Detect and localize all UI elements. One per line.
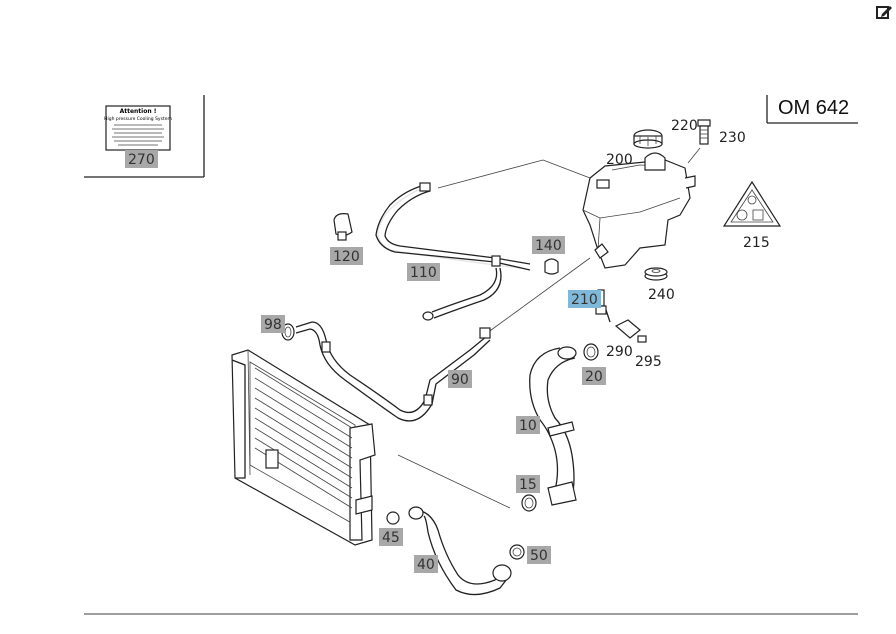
upper-coolant-hose: [529, 346, 577, 506]
radiator-cap: [633, 129, 663, 149]
hotspot-90[interactable]: 90: [448, 370, 472, 388]
hotspot-20-label: 20: [585, 369, 603, 385]
hotspot-295-label: 295: [635, 354, 662, 370]
hotspot-290-label: 290: [606, 344, 633, 360]
warning-label-subheading: High pressure Cooling System: [104, 116, 172, 122]
hotspot-210-bg: [568, 290, 601, 308]
hotspot-15-label: 15: [519, 477, 537, 493]
hotspot-215-label: 215: [743, 235, 770, 251]
hotspot-110[interactable]: 110: [407, 263, 440, 281]
mounting-bolt: [697, 119, 711, 145]
hotspot-290[interactable]: 290: [606, 344, 633, 360]
hotspot-110-label: 110: [410, 265, 437, 281]
hotspot-45-label: 45: [382, 530, 400, 546]
hotspot-45[interactable]: 45: [379, 528, 403, 546]
engine-code-box: OM 642: [766, 95, 858, 124]
hotspot-120-bg: [330, 247, 363, 265]
lower-coolant-hose: [408, 506, 512, 596]
hotspot-240-label: 240: [648, 287, 675, 303]
bleed-hose: [295, 321, 491, 422]
hotspot-230-label: 230: [719, 130, 746, 146]
hotspot-90-bg: [448, 370, 472, 388]
o-ring-15: [521, 494, 537, 512]
hotspot-90-label: 90: [451, 372, 469, 388]
hotspot-45-bg: [379, 528, 403, 546]
hotspot-140-label: 140: [535, 238, 562, 254]
radiator: [231, 349, 376, 546]
hotspot-140[interactable]: 140: [532, 236, 565, 254]
hotspot-215[interactable]: 215: [743, 235, 770, 251]
hotspot-50-label: 50: [530, 548, 548, 564]
hose-clip: [544, 258, 559, 275]
o-ring-20: [583, 343, 599, 361]
warning-label-heading: Attention !: [120, 108, 157, 115]
hotspot-140-bg: [532, 236, 565, 254]
o-ring-45: [386, 511, 400, 525]
hotspot-40[interactable]: 40: [414, 555, 438, 573]
hotspot-15[interactable]: 15: [516, 475, 540, 493]
hotspot-10-label: 10: [519, 418, 537, 434]
hotspot-220-label: 220: [671, 118, 698, 134]
rubber-mount: [644, 267, 668, 281]
hotspot-295[interactable]: 295: [635, 354, 662, 370]
sensor-connector: [614, 319, 647, 343]
hotspot-210-label: 210: [571, 292, 598, 308]
expansion-tank: [582, 152, 696, 269]
hotspot-40-label: 40: [417, 557, 435, 573]
hotspot-98-bg: [261, 315, 285, 333]
vent-hose: [375, 182, 531, 321]
hotspot-98-label: 98: [264, 317, 282, 333]
hotspot-220[interactable]: 220: [671, 118, 698, 134]
o-ring-50: [509, 544, 525, 560]
hotspot-240[interactable]: 240: [648, 287, 675, 303]
leader-lines: [397, 147, 701, 509]
hotspot-50[interactable]: 50: [527, 546, 551, 564]
hotspot-20-bg: [582, 367, 606, 385]
warning-triangle-sticker: [722, 180, 782, 227]
hotspot-20[interactable]: 20: [582, 367, 606, 385]
hotspot-10-bg: [516, 416, 540, 434]
edit-icon[interactable]: [874, 2, 894, 22]
hotspot-270[interactable]: 270: [125, 150, 158, 168]
hotspot-15-bg: [516, 475, 540, 493]
warning-label-box: Attention ! High pressure Cooling System: [84, 95, 205, 178]
hotspot-120[interactable]: 120: [330, 247, 363, 265]
hotspot-120-label: 120: [333, 249, 360, 265]
hotspot-98[interactable]: 98: [261, 315, 285, 333]
hotspot-210[interactable]: 210: [568, 290, 601, 308]
hotspot-110-bg: [407, 263, 440, 281]
hose-bracket: [333, 213, 353, 241]
hotspot-40-bg: [414, 555, 438, 573]
engine-code: OM 642: [778, 97, 849, 119]
hotspot-230[interactable]: 230: [719, 130, 746, 146]
hotspot-200[interactable]: 200: [606, 152, 633, 168]
hotspot-50-bg: [527, 546, 551, 564]
hotspot-270-label: 270: [128, 152, 155, 168]
hotspot-200-label: 200: [606, 152, 633, 168]
hotspot-270-bg: [125, 150, 158, 168]
hotspot-10[interactable]: 10: [516, 416, 540, 434]
